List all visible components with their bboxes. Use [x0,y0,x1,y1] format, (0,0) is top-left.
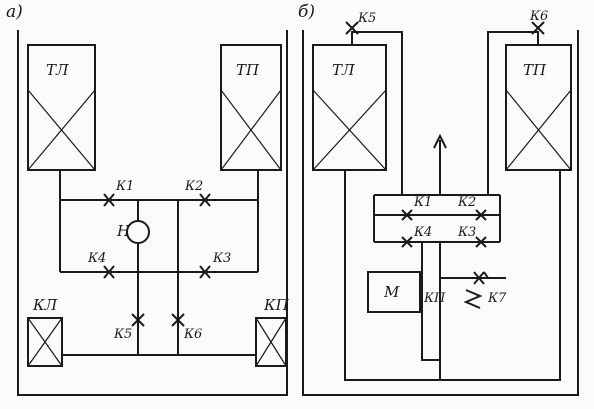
compartment-left-a-cross2 [27,317,63,367]
valve-a [199,193,211,207]
valve-a-label: К6 [183,327,202,342]
tank-left-a [27,44,96,171]
tank-right-a-cross2 [220,89,282,171]
valve-b-label: К6 [529,9,548,24]
pipe-b [483,271,506,279]
panel-a: а) ТЛ ТП Н К1 К2 К3 [6,2,290,396]
hull-a [17,30,288,396]
pump-a-label: Н [116,222,131,240]
valve-a [103,193,115,207]
pipe-b [433,133,447,149]
tank-right-a [220,44,282,171]
valve-a [199,265,211,279]
valve-b-label: К5 [357,11,376,26]
tank-right-b-label: ТП [523,61,547,79]
compartment-left-a-label: КЛ [32,296,58,314]
pump-b-label: КП [423,291,446,306]
tank-right-b-cross2 [505,89,572,171]
tank-right-a-label: ТП [236,61,260,79]
valve-b [531,21,545,35]
spring-b [463,289,483,309]
valve-a-label: К4 [87,251,106,266]
pipe-b [487,31,539,195]
compartment-right-a-cross2 [255,317,287,367]
hull-b [302,30,579,396]
tank-left-b-label: ТЛ [332,61,355,79]
valve-b-label: К2 [457,195,476,210]
valve-a [171,313,185,327]
tank-left-a-cross2 [27,89,96,171]
pump-a [126,220,150,244]
valve-a-label: К5 [113,327,132,342]
pipe-b [421,242,441,361]
valve-b [473,271,485,285]
valve-b [401,236,413,248]
valve-b [475,236,487,248]
valve-a [103,265,115,279]
pipe-b [344,170,561,381]
motor-b-label: М [383,283,400,301]
valve-a-label: К1 [115,179,134,194]
valve-a-label: К2 [184,179,203,194]
compartment-right-a-label: КП [263,296,290,314]
valve-b [345,21,359,35]
valve-b-label: К7 [487,291,507,306]
panel-b-letter: б) [298,2,315,22]
tank-right-b [505,44,572,171]
valve-b-label: К1 [413,195,432,210]
valve-b [401,209,413,221]
tank-left-b [312,44,387,171]
tank-left-b-cross2 [312,89,387,171]
panel-a-letter: а) [6,2,23,22]
valve-b-label: К4 [413,225,432,240]
valve-b-label: К3 [457,225,476,240]
tank-left-a-label: ТЛ [46,61,69,79]
pipe-b [351,31,403,195]
valve-a [131,313,145,327]
valve-b [475,209,487,221]
valve-a-label: К3 [212,251,231,266]
motor-b [367,271,421,313]
panel-b: б) ТЛ ТП К5 К6 К1 К2 К3 К4 [298,2,579,396]
